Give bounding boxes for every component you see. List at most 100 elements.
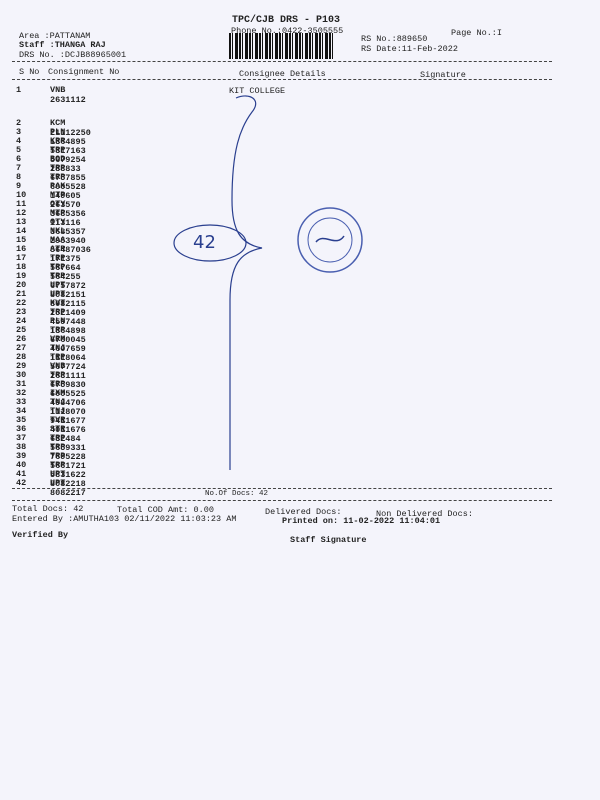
col-consignee: Consignee Details [239,69,326,79]
serial-number: 24 [16,316,27,326]
consignment-number: TRP 5679254 [50,145,86,165]
serial-number: 36 [16,424,27,434]
staff-signature: Staff Signature [290,535,367,545]
consignment-number: TRP 567664 [50,253,81,273]
serial-number: 22 [16,298,27,308]
consignment-number: ATR 171375 [50,244,81,264]
consignment-number: MTP 113116 [50,208,81,228]
serial-number: 20 [16,280,27,290]
serial-number: 6 [16,154,22,164]
serial-number: 16 [16,244,27,254]
consignment-number: TRP 6760045 [50,325,86,345]
serial-number: 35 [16,415,27,425]
consignment-number: MAA 56487036 [50,235,91,255]
delivered-docs: Delivered Docs: [265,507,342,517]
handwritten-count: 42 [193,232,216,253]
rs-date: RS Date:11-Feb-2022 [361,44,458,54]
serial-number: 32 [16,388,27,398]
printed-on: Printed on: 11-02-2022 11:04:01 [282,516,441,526]
col-sno: S No [19,67,40,77]
serial-number: 3 [16,127,22,137]
phone-number: Phone No.:0422-3505555 [231,26,344,36]
serial-number: 12 [16,208,27,218]
serial-number: 9 [16,181,22,191]
rs-number: RS No.:889650 [361,34,428,44]
total-cod: Total COD Amt: 0.00 [117,505,214,515]
non-delivered-docs: Non Delivered Docs: [376,509,473,519]
consignment-number: UPT 8082151 [50,280,86,300]
staff: Staff :THANGA RAJ [19,40,106,50]
verified-by: Verified By [12,530,69,540]
serial-number: 33 [16,397,27,407]
consignment-number: TRP 5677724 [50,352,86,372]
consignment-number: VNB 2631112 [50,85,86,105]
serial-number: 5 [16,145,22,155]
serial-number: 14 [16,226,27,236]
consignment-number: TRP 5831622 [50,460,86,480]
consignment-number: TRP 5659331 [50,433,86,453]
consignment-number: TNJ 1118070 [50,397,86,417]
serial-number: 39 [16,451,27,461]
serial-number: 31 [16,379,27,389]
consignment-number: TRP 6005525 [50,379,86,399]
consignment-number: PAK 149605 [50,181,81,201]
serial-number: 11 [16,199,27,209]
consignment-number: PLN 1364895 [50,127,86,147]
serial-number: 28 [16,352,27,362]
serial-number: 25 [16,325,27,335]
consignment-number: TRP 7695228 [50,442,86,462]
serial-number: 10 [16,190,27,200]
consignment-number: MTP 263570 [50,190,81,210]
page-number: Page No.:I [451,28,503,38]
serial-number: 13 [16,217,27,227]
serial-number: 42 [16,478,27,488]
consignment-number: KVT 2521409 [50,298,86,318]
serial-number: 29 [16,361,27,371]
serial-number: 26 [16,334,27,344]
consignment-number: TRP 6759830 [50,370,86,390]
serial-number: 4 [16,136,22,146]
serial-number: 2 [16,118,22,128]
barcode [229,33,333,59]
serial-number: 30 [16,370,27,380]
serial-number: 27 [16,343,27,353]
document-title: TPC/CJB DRS - P103 [232,15,341,26]
consignment-number: BOD 288833 [50,154,81,174]
consignment-number: TNJ 1118064 [50,343,86,363]
consignment-number: PLN 1364898 [50,316,86,336]
consignment-number: TRP 4597448 [50,307,86,327]
bracket-line [229,95,263,470]
serial-number: 34 [16,406,27,416]
serial-number: 8 [16,172,22,182]
area: Area :PATTANAM [19,31,91,41]
consignment-number: TRP 5661721 [50,451,86,471]
circle-mark [173,224,247,262]
serial-number: 18 [16,262,27,272]
serial-number: 38 [16,442,27,452]
consignment-number: OTY 3685356 [50,199,86,219]
consignment-number: TRP 6757855 [50,163,86,183]
drs-number: DRS No. :DCJB88965001 [19,50,127,60]
consignment-number: KCM 21112250 [50,118,91,138]
consignment-number: VNB 2631111 [50,361,86,381]
col-consignment: Consignment No [48,67,120,77]
consignment-number: TRP 6005528 [50,172,86,192]
consignment-number: TRP 6757872 [50,271,86,291]
serial-number: 23 [16,307,27,317]
consignment-number: STR 632484 [50,424,81,444]
consignment-number: UPT 8082217 [50,478,86,498]
consignment-number: TNJ 9411677 [50,406,86,426]
consignment-number: KRR 5317163 [50,136,86,156]
company-stamp [297,207,363,273]
consignment-number: OTY 3685357 [50,217,86,237]
consignment-number: UPT 8082115 [50,289,86,309]
serial-number: 37 [16,433,27,443]
serial-number: 40 [16,460,27,470]
serial-number: 1 [16,85,22,95]
serial-number: 21 [16,289,27,299]
consignment-number: TRP 564255 [50,262,81,282]
serial-number: 17 [16,253,27,263]
consignment-number: IXM 4984706 [50,388,86,408]
